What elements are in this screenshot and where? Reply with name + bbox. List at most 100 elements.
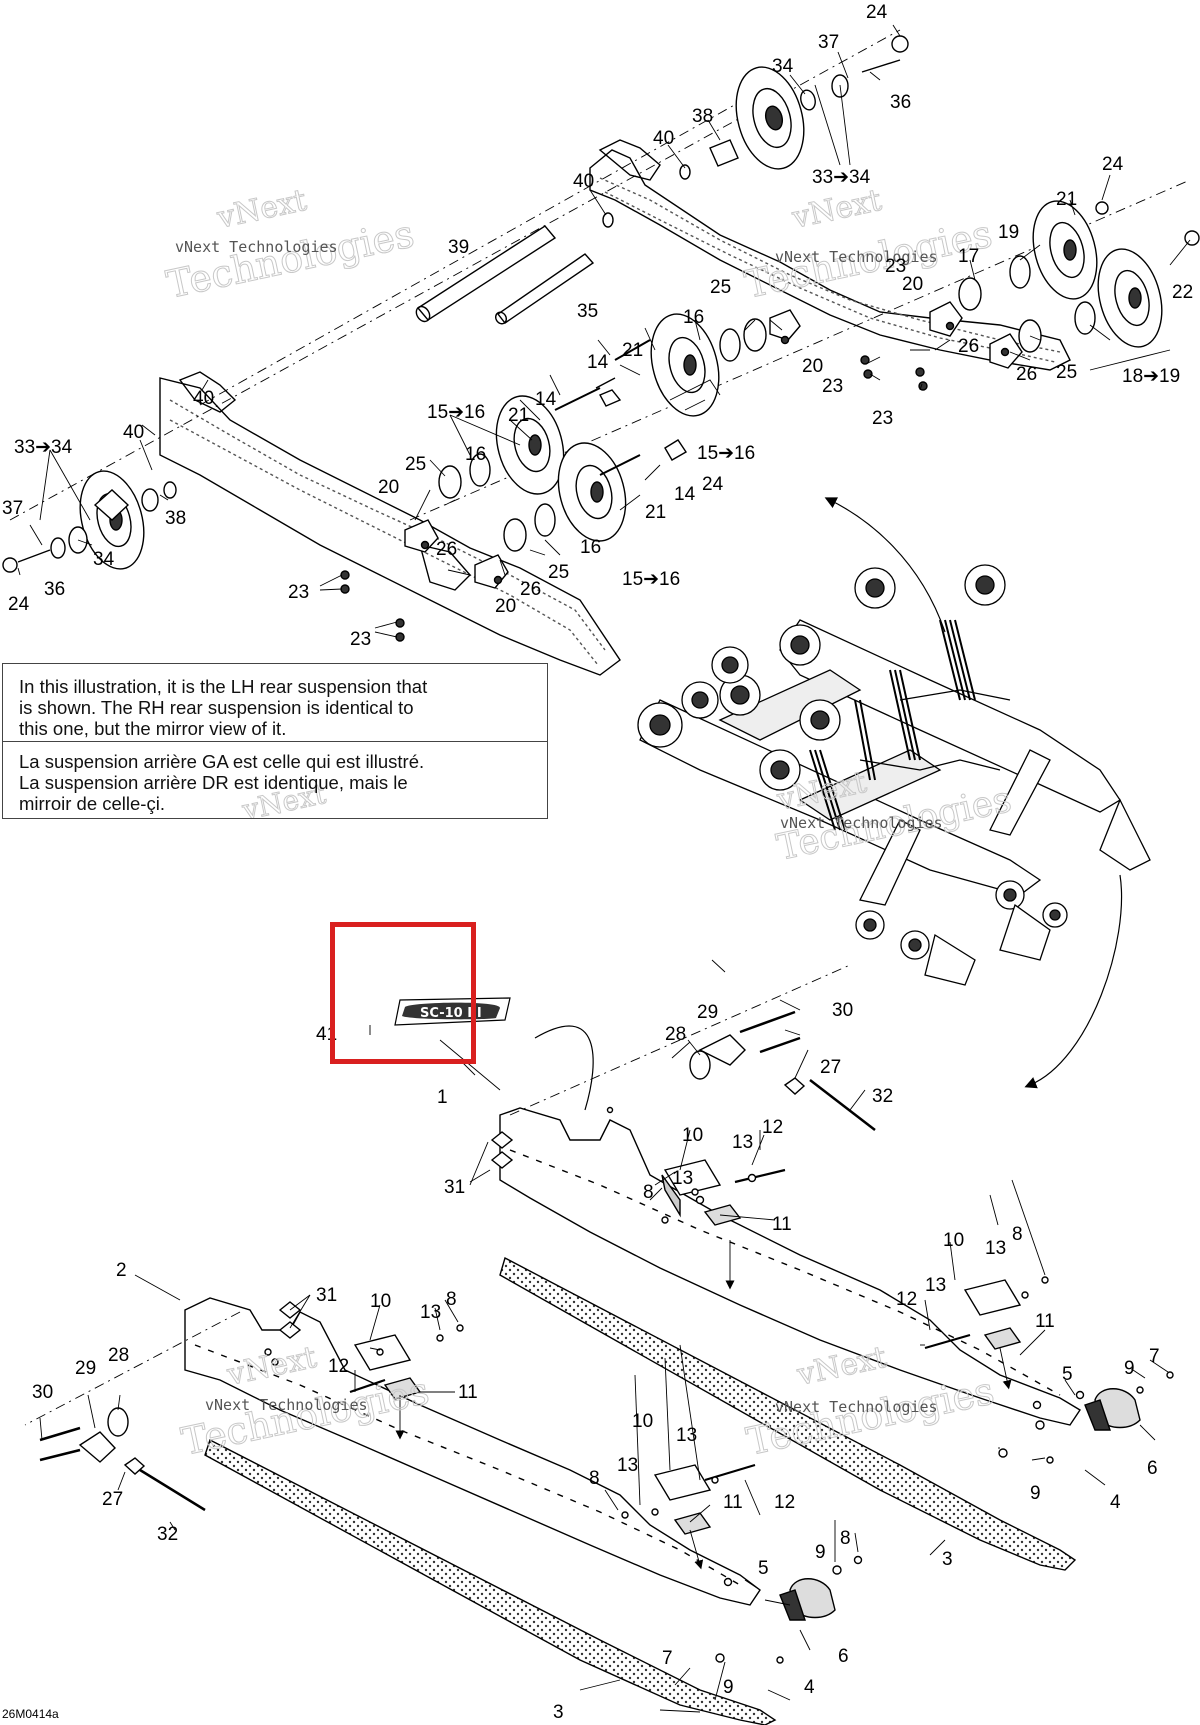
note-divider [3, 741, 547, 742]
callout: 36 [44, 579, 65, 600]
note-english: In this illustration, it is the LH rear … [19, 676, 428, 739]
watermark-company: vNext Technologies [775, 248, 938, 266]
callout: 15➔16 [697, 443, 755, 464]
callout: 10 [943, 1230, 964, 1251]
callout: 6 [1147, 1458, 1158, 1479]
callout: 11 [458, 1382, 478, 1403]
callout: 11 [723, 1492, 743, 1513]
callout: 25 [710, 277, 731, 298]
callout: 3 [553, 1702, 564, 1723]
watermark-text: vNext [793, 1340, 889, 1393]
callout: 8 [643, 1182, 654, 1203]
watermarks: vNext Technologies vNext Technologies vN… [162, 182, 1015, 1464]
callout: 23 [288, 582, 309, 603]
watermark-text: vNext [788, 183, 884, 236]
callout: 9 [815, 1542, 826, 1563]
callout: 31 [316, 1285, 337, 1306]
callout: 38 [165, 508, 186, 529]
callout: 32 [157, 1524, 178, 1545]
callout: 15➔16 [427, 402, 485, 423]
callout: 32 [872, 1086, 893, 1107]
callout: 12 [774, 1492, 795, 1513]
callout: 13 [925, 1275, 946, 1296]
callout: 16 [580, 537, 601, 558]
callout: 8 [589, 1468, 600, 1489]
callout: 9 [723, 1677, 734, 1698]
note-french: La suspension arrière GA est celle qui e… [19, 751, 425, 814]
callout: 9 [1030, 1483, 1041, 1504]
callout: 36 [890, 92, 911, 113]
watermark-text: vNext [213, 183, 309, 236]
callout: 21 [645, 502, 666, 523]
watermark-company: vNext Technologies [780, 814, 943, 832]
watermark-text: Technologies [163, 211, 418, 306]
callout: 27 [820, 1057, 841, 1078]
callout: 30 [32, 1382, 53, 1403]
callout: 25 [405, 454, 426, 475]
callout: 8 [1012, 1224, 1023, 1245]
callout: 19 [998, 222, 1019, 243]
callout: 13 [732, 1132, 753, 1153]
upper-rail-assembly [2, 29, 1200, 676]
callout: 21 [1056, 189, 1077, 210]
callout: 16 [465, 444, 486, 465]
callout: 8 [840, 1528, 851, 1549]
callout: 14 [535, 389, 557, 410]
callout: 37 [2, 498, 23, 519]
callout: 20 [902, 274, 923, 295]
callout: 21 [508, 405, 529, 426]
callout: 27 [102, 1489, 123, 1510]
callout: 13 [676, 1425, 697, 1446]
callout: 29 [697, 1002, 718, 1023]
part-highlight-box [330, 922, 476, 1064]
callout: 40 [573, 171, 594, 192]
callout: 23 [872, 408, 893, 429]
callout: 24 [866, 2, 888, 23]
callout: 16 [683, 307, 704, 328]
upper-leader-lines [17, 24, 1191, 638]
callout: 13 [420, 1302, 441, 1323]
logo-text: SC-10 III [420, 1006, 482, 1021]
callout: 40 [653, 128, 674, 149]
callout: 23 [350, 629, 371, 650]
callout: 33➔34 [14, 437, 73, 458]
illustration-note-box: In this illustration, it is the LH rear … [2, 663, 548, 819]
callout: 4 [1110, 1492, 1121, 1513]
callout: 29 [75, 1358, 96, 1379]
callout: 30 [832, 1000, 853, 1021]
watermark-company: vNext Technologies [175, 238, 338, 256]
callout: 11 [772, 1214, 792, 1235]
callout: 24 [1102, 154, 1124, 175]
callout: 17 [958, 246, 979, 267]
callout: 11 [1035, 1311, 1055, 1332]
callout: 5 [758, 1558, 769, 1579]
callout: 10 [632, 1411, 653, 1432]
document-id: 26M0414a [2, 1707, 59, 1721]
callout: 24 [8, 594, 30, 615]
callout: 38 [692, 106, 713, 127]
watermark-company: vNext Technologies [775, 1398, 938, 1416]
callout: 13 [672, 1168, 693, 1189]
callout: 6 [838, 1646, 849, 1667]
callout: 14 [587, 352, 609, 373]
callout: 26 [1016, 364, 1037, 385]
callout: 2 [116, 1260, 127, 1281]
assembled-suspension-view [637, 564, 1151, 986]
callout: 1 [437, 1087, 448, 1108]
callout: 34 [772, 56, 794, 77]
assembly-arrows [534, 497, 1123, 1111]
callout: 12 [896, 1289, 917, 1310]
callout: 31 [444, 1177, 465, 1198]
callout: 26 [520, 579, 541, 600]
callout: 28 [665, 1024, 686, 1045]
callout: 8 [446, 1289, 457, 1310]
callout: 39 [448, 237, 469, 258]
callout: 20 [495, 596, 516, 617]
callout: 26 [436, 539, 457, 560]
callout: 25 [1056, 362, 1077, 383]
callout: 15➔16 [622, 569, 680, 590]
callout: 26 [958, 336, 979, 357]
lower-leader-lines [24, 959, 1169, 1713]
